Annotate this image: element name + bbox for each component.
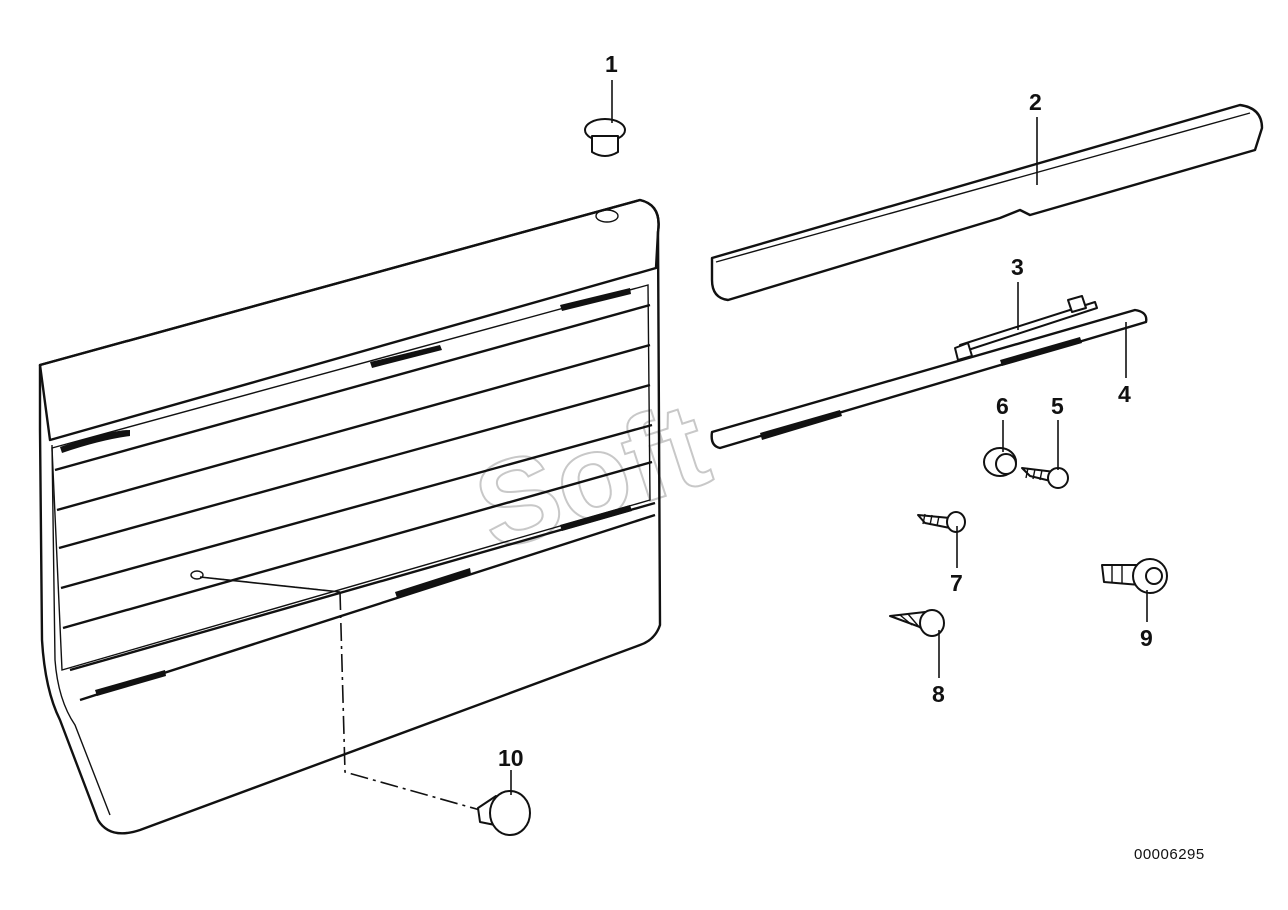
callout-9: 9 — [1140, 625, 1153, 651]
diagram-number: 00006295 — [1134, 846, 1205, 863]
callout-6: 6 — [996, 393, 1009, 419]
callout-5: 5 — [1051, 393, 1064, 419]
screw-part-7 — [917, 511, 966, 533]
expanding-clip-part — [1101, 558, 1168, 594]
molding-clip-strip — [954, 295, 1098, 361]
door-trim-panel — [38, 198, 662, 835]
callout-7: 7 — [950, 570, 963, 596]
cap-nut-part — [983, 447, 1017, 477]
callout-4: 4 — [1118, 381, 1131, 407]
clip-locator-line — [199, 576, 481, 811]
callout-8: 8 — [932, 681, 945, 707]
push-rivet-part — [889, 609, 945, 637]
callout-3: 3 — [1011, 254, 1024, 280]
wood-trim-molding — [710, 103, 1264, 302]
callout-2: 2 — [1029, 89, 1042, 115]
grommet-part — [584, 118, 626, 157]
screw-part-5 — [1021, 467, 1069, 489]
callout-10: 10 — [498, 745, 524, 771]
trim-strip — [710, 308, 1148, 450]
callout-leaders — [510, 80, 1148, 795]
callout-1: 1 — [605, 51, 618, 77]
plug-clip-part — [477, 790, 531, 836]
